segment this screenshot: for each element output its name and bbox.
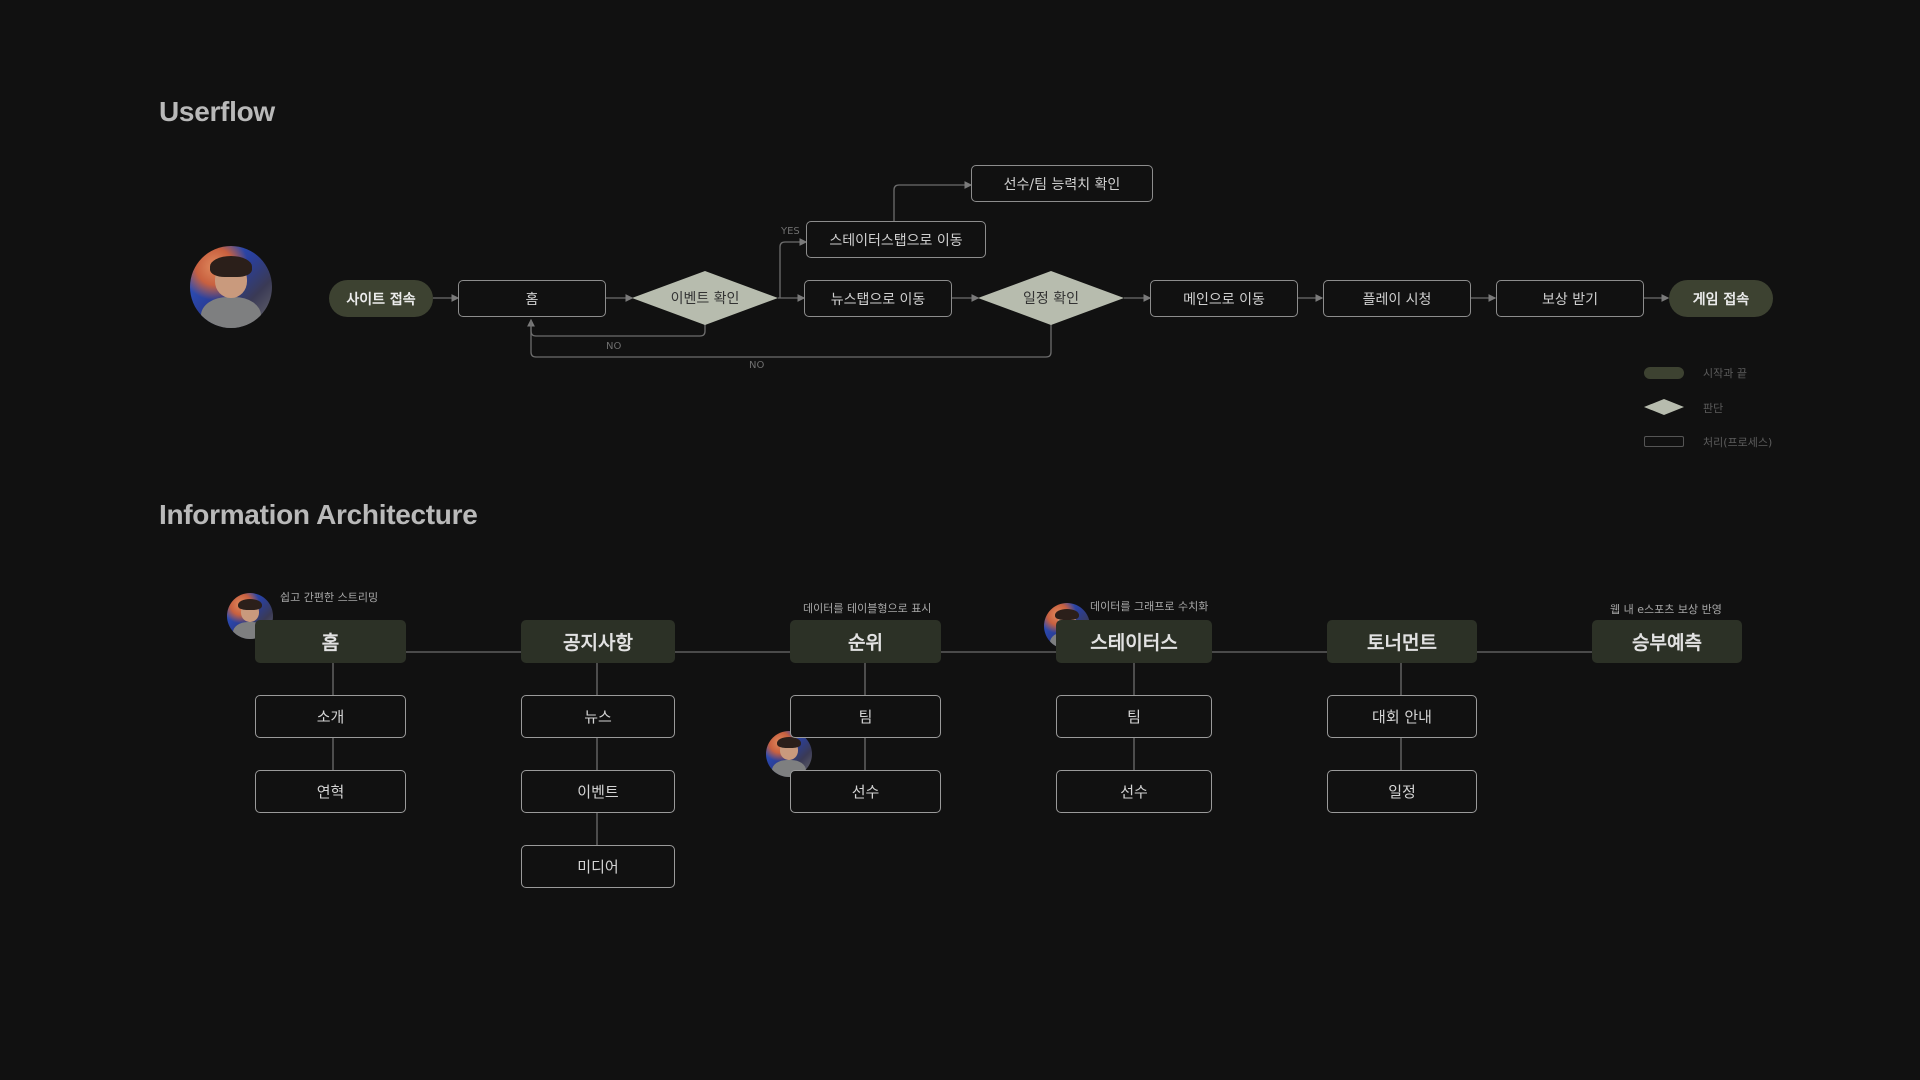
- ia-category-tournament: 토너먼트: [1327, 620, 1477, 663]
- ia-item-tournament-schedule: 일정: [1327, 770, 1477, 813]
- note-prediction: 웹 내 e스포츠 보상 반영: [1610, 603, 1722, 616]
- node-game-access: 게임 접속: [1669, 280, 1773, 317]
- ia-item-status-player: 선수: [1056, 770, 1212, 813]
- ia-category-notice: 공지사항: [521, 620, 675, 663]
- ia-item-tournament-info: 대회 안내: [1327, 695, 1477, 738]
- edge-stats-player: [893, 181, 973, 221]
- node-news-tab: 뉴스탭으로 이동: [804, 280, 952, 317]
- node-schedule-check: 일정 확인: [978, 271, 1124, 325]
- node-player-team-check: 선수/팀 능력치 확인: [971, 165, 1153, 202]
- edge-schedule-no: [530, 320, 1052, 358]
- ia-item-ranking-player: 선수: [790, 770, 941, 813]
- legend-decision-shape: [1644, 399, 1684, 415]
- ia-item-news: 뉴스: [521, 695, 675, 738]
- ia-item-event: 이벤트: [521, 770, 675, 813]
- node-watch-play: 플레이 시청: [1323, 280, 1471, 317]
- ia-category-home: 홈: [255, 620, 406, 663]
- note-ranking: 데이터를 테이블형으로 표시: [803, 602, 932, 615]
- ia-category-prediction: 승부예측: [1592, 620, 1742, 663]
- ia-item-intro: 소개: [255, 695, 406, 738]
- node-to-main: 메인으로 이동: [1150, 280, 1298, 317]
- ia-title: Information Architecture: [159, 499, 478, 530]
- legend-process-shape: [1644, 436, 1684, 447]
- ia-item-history: 연혁: [255, 770, 406, 813]
- label-no-event: NO: [606, 341, 622, 352]
- legend-terminal-shape: [1644, 367, 1684, 379]
- node-event-check: 이벤트 확인: [632, 271, 778, 325]
- edge-event-stats: [779, 238, 808, 298]
- ia-category-status: 스테이터스: [1056, 620, 1212, 663]
- note-status: 데이터를 그래프로 수치화: [1090, 600, 1209, 613]
- note-home: 쉽고 간편한 스트리밍: [280, 591, 379, 604]
- ia-item-status-team: 팀: [1056, 695, 1212, 738]
- ia-item-ranking-team: 팀: [790, 695, 941, 738]
- node-site-access: 사이트 접속: [329, 280, 433, 317]
- label-no-schedule: NO: [749, 360, 765, 371]
- legend-decision: 판단: [1703, 402, 1724, 415]
- node-get-reward: 보상 받기: [1496, 280, 1644, 317]
- ia-category-ranking: 순위: [790, 620, 941, 663]
- label-yes: YES: [781, 226, 800, 237]
- node-home: 홈: [458, 280, 606, 317]
- legend-process: 처리(프로세스): [1703, 436, 1773, 449]
- avatar-ranking: [766, 731, 812, 777]
- legend-start-end: 시작과 끝: [1703, 367, 1747, 380]
- node-stats-tab: 스테이터스탭으로 이동: [806, 221, 986, 258]
- persona-avatar: [190, 246, 272, 328]
- ia-item-media: 미디어: [521, 845, 675, 888]
- userflow-title: Userflow: [159, 96, 275, 127]
